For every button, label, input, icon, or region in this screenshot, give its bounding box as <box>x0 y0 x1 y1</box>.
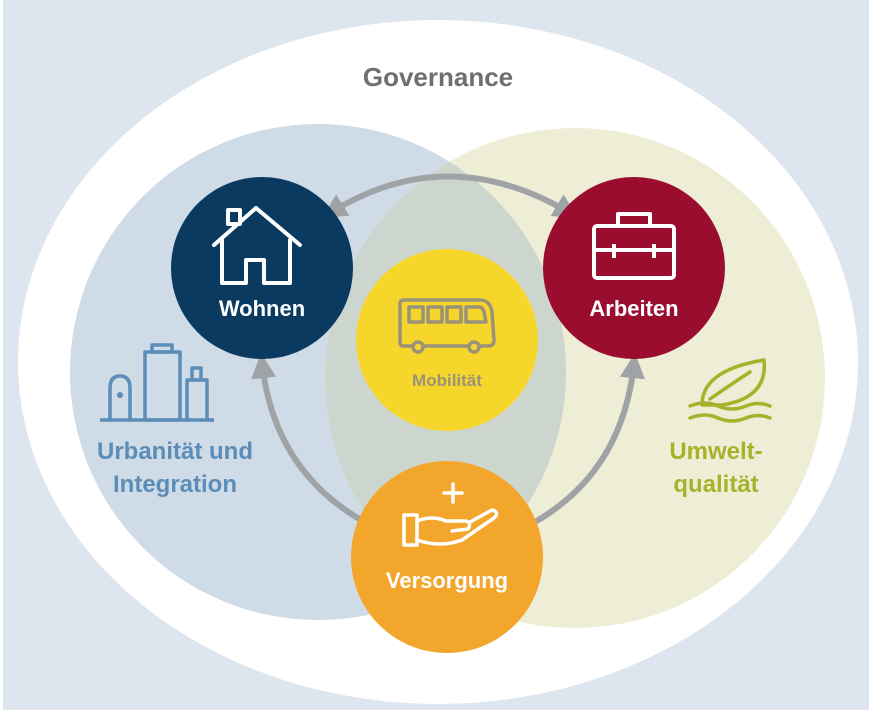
wohnen-node: Wohnen <box>171 177 353 359</box>
care-hand-icon <box>402 482 499 547</box>
versorgung-node: Versorgung <box>351 461 543 653</box>
arbeiten-node: Arbeiten <box>543 177 725 359</box>
wohnen-label: Wohnen <box>219 296 305 321</box>
umweltqualitaet-label-line2: qualität <box>673 471 758 498</box>
arbeiten-label: Arbeiten <box>589 296 678 321</box>
briefcase-icon <box>592 212 676 280</box>
arrow-wohnen-versorgung <box>251 352 390 535</box>
urbanitaet-label-line1: Urbanität und <box>97 438 253 465</box>
leaf-icon <box>688 358 772 423</box>
arrow-arbeiten-versorgung <box>510 352 645 535</box>
urbanitaet-label-line2: Integration <box>113 471 237 498</box>
governance-title: Governance <box>363 62 513 92</box>
arrow-wohnen-arbeiten <box>321 173 579 219</box>
bus-icon <box>398 298 496 354</box>
buildings-icon <box>100 343 214 422</box>
umweltqualitaet-label-line1: Umwelt- <box>669 438 762 465</box>
mobilitaet-node: Mobilität <box>356 249 538 431</box>
house-icon <box>212 206 302 285</box>
versorgung-label: Versorgung <box>386 568 508 593</box>
mobilitaet-label: Mobilität <box>412 371 482 390</box>
cycle-arrows <box>251 173 645 535</box>
